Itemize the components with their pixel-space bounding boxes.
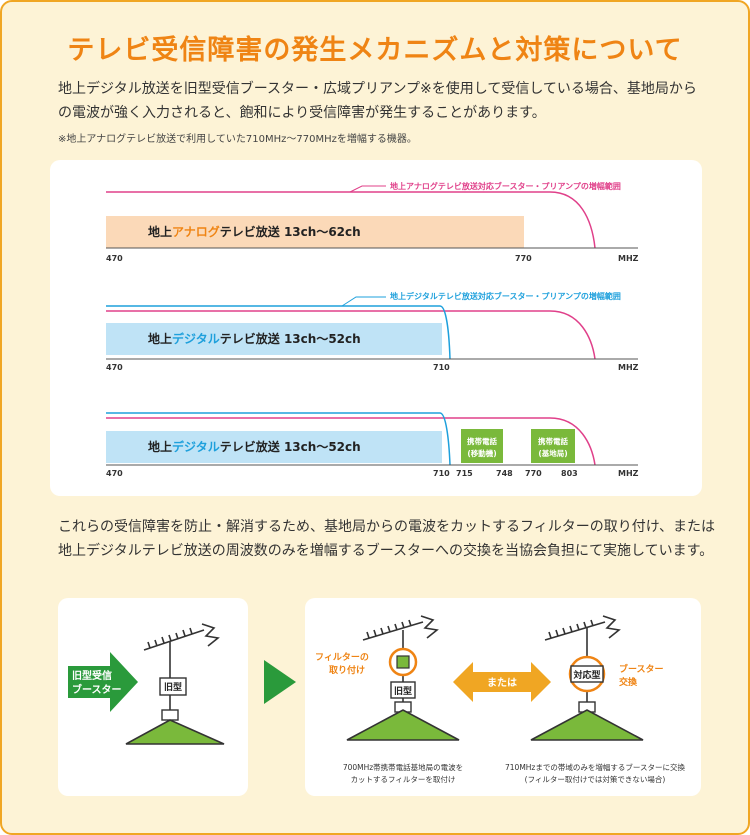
house-roof-icon bbox=[346, 709, 460, 741]
band-label-digital-3: 地上デジタルテレビ放送 13ch～52ch bbox=[148, 439, 361, 454]
old-booster-box-2 bbox=[390, 681, 416, 699]
tick-748: 748 bbox=[496, 469, 513, 478]
before-illustration: 旧型 旧型受信 ブースター bbox=[68, 623, 225, 745]
caption-filter-2: カットするフィルターを取付け bbox=[351, 774, 456, 784]
chimney bbox=[161, 709, 179, 721]
booster-swap-label-2: 交換 bbox=[619, 676, 638, 688]
caption-booster: 710MHzまでの帯域のみを増幅するブースターに交換 bbox=[505, 762, 685, 772]
old-booster-box bbox=[159, 677, 187, 696]
before-illustration-panel: 旧型 旧型受信 ブースター bbox=[58, 598, 248, 796]
old-booster-box-label-2: 旧型 bbox=[394, 685, 412, 697]
row-interference: 地上デジタルテレビ放送 13ch～52ch 携帯電話 (移動機) 携帯電話 (基… bbox=[106, 412, 639, 478]
old-booster-label: 旧型受信 bbox=[72, 669, 112, 682]
antenna-icon bbox=[143, 623, 220, 716]
filter-icon bbox=[396, 655, 410, 669]
countermeasure-illustration-panel: フィルターの 取り付け 旧型 または bbox=[305, 598, 701, 796]
amp-label-leader bbox=[349, 185, 386, 193]
amp-range-curve-analog bbox=[106, 191, 596, 249]
mobile-uplink-label: 携帯電話 bbox=[467, 436, 497, 446]
amp-range-label-digital: 地上デジタルテレビ放送対応ブースター・プリアンプの増幅範囲 bbox=[390, 291, 621, 301]
amp-label-leader-digital bbox=[341, 296, 386, 307]
tick-470: 470 bbox=[106, 254, 123, 263]
filter-label-2: 取り付け bbox=[329, 664, 365, 676]
tick-unit: MHZ bbox=[618, 363, 639, 372]
caption-filter: 700MHz帯携帯電話基地局の電波を bbox=[343, 762, 463, 772]
mobile-downlink-band bbox=[531, 429, 575, 463]
countermeasure-illustration: フィルターの 取り付け 旧型 または bbox=[315, 615, 685, 784]
page-title: テレビ受信障害の発生メカニズムと対策について bbox=[67, 35, 683, 66]
mobile-uplink-sub: (移動機) bbox=[467, 448, 496, 458]
row-analog: 地上アナログテレビ放送対応ブースター・プリアンプの増幅範囲 地上アナログテレビ放… bbox=[106, 181, 639, 263]
tick-unit: MHZ bbox=[618, 254, 639, 263]
mobile-uplink-band bbox=[461, 429, 503, 463]
band-digital-3 bbox=[106, 431, 442, 463]
band-label-digital: 地上デジタルテレビ放送 13ch～52ch bbox=[148, 331, 361, 346]
mobile-downlink-label: 携帯電話 bbox=[538, 436, 568, 446]
tick-470: 470 bbox=[106, 363, 123, 372]
countermeasure-paragraph: これらの受信障害を防止・解消するため、基地局からの電波をカットするフィルターの取… bbox=[58, 519, 716, 559]
band-digital bbox=[106, 323, 442, 355]
or-double-arrow-icon bbox=[453, 662, 551, 702]
amp-range-curve-analog-2 bbox=[106, 310, 596, 360]
next-arrow-icon bbox=[264, 660, 296, 704]
tick-770: 770 bbox=[515, 254, 532, 263]
old-booster-arrow bbox=[68, 652, 138, 712]
caption-booster-2: (フィルター取付けでは対策できない場合) bbox=[525, 774, 666, 784]
house-roof-icon bbox=[125, 719, 225, 745]
tick-715: 715 bbox=[456, 469, 473, 478]
filter-label: フィルターの bbox=[315, 651, 369, 663]
old-booster-box-label: 旧型 bbox=[164, 681, 182, 693]
amp-range-curve-digital bbox=[106, 305, 451, 360]
band-label-analog: 地上アナログテレビ放送 13ch～62ch bbox=[148, 224, 361, 239]
row-digital: 地上デジタルテレビ放送対応ブースター・プリアンプの増幅範囲 地上デジタルテレビ放… bbox=[106, 291, 639, 372]
tick-803: 803 bbox=[561, 469, 578, 478]
tick-770: 770 bbox=[525, 469, 542, 478]
mobile-downlink-sub: (基地局) bbox=[538, 448, 567, 458]
amp-range-curve-analog-3 bbox=[106, 417, 596, 466]
booster-swap-label: ブースター bbox=[619, 663, 664, 675]
compatible-booster-label: 対応型 bbox=[572, 669, 600, 681]
or-label: または bbox=[487, 677, 517, 689]
band-analog bbox=[106, 216, 524, 248]
frequency-diagram-panel: 地上アナログテレビ放送対応ブースター・プリアンプの増幅範囲 地上アナログテレビ放… bbox=[50, 160, 702, 496]
tick-unit: MHZ bbox=[618, 469, 639, 478]
old-booster-label-2: ブースター bbox=[72, 683, 122, 696]
tick-470: 470 bbox=[106, 469, 123, 478]
house-roof-icon bbox=[530, 709, 644, 741]
frequency-diagram: 地上アナログテレビ放送対応ブースター・プリアンプの増幅範囲 地上アナログテレビ放… bbox=[106, 181, 639, 478]
footnote: ※地上アナログテレビ放送で利用していた710MHz～770MHzを増幅する機器。 bbox=[58, 134, 417, 145]
tick-710: 710 bbox=[433, 363, 450, 372]
amp-range-label-analog: 地上アナログテレビ放送対応ブースター・プリアンプの増幅範囲 bbox=[390, 181, 621, 191]
tick-710: 710 bbox=[433, 469, 450, 478]
compatible-booster-box bbox=[570, 665, 604, 683]
amp-range-curve-digital-3 bbox=[106, 412, 451, 466]
intro-paragraph: 地上デジタル放送を旧型受信ブースター・広域プリアンプ※を使用して受信している場合… bbox=[58, 81, 697, 121]
